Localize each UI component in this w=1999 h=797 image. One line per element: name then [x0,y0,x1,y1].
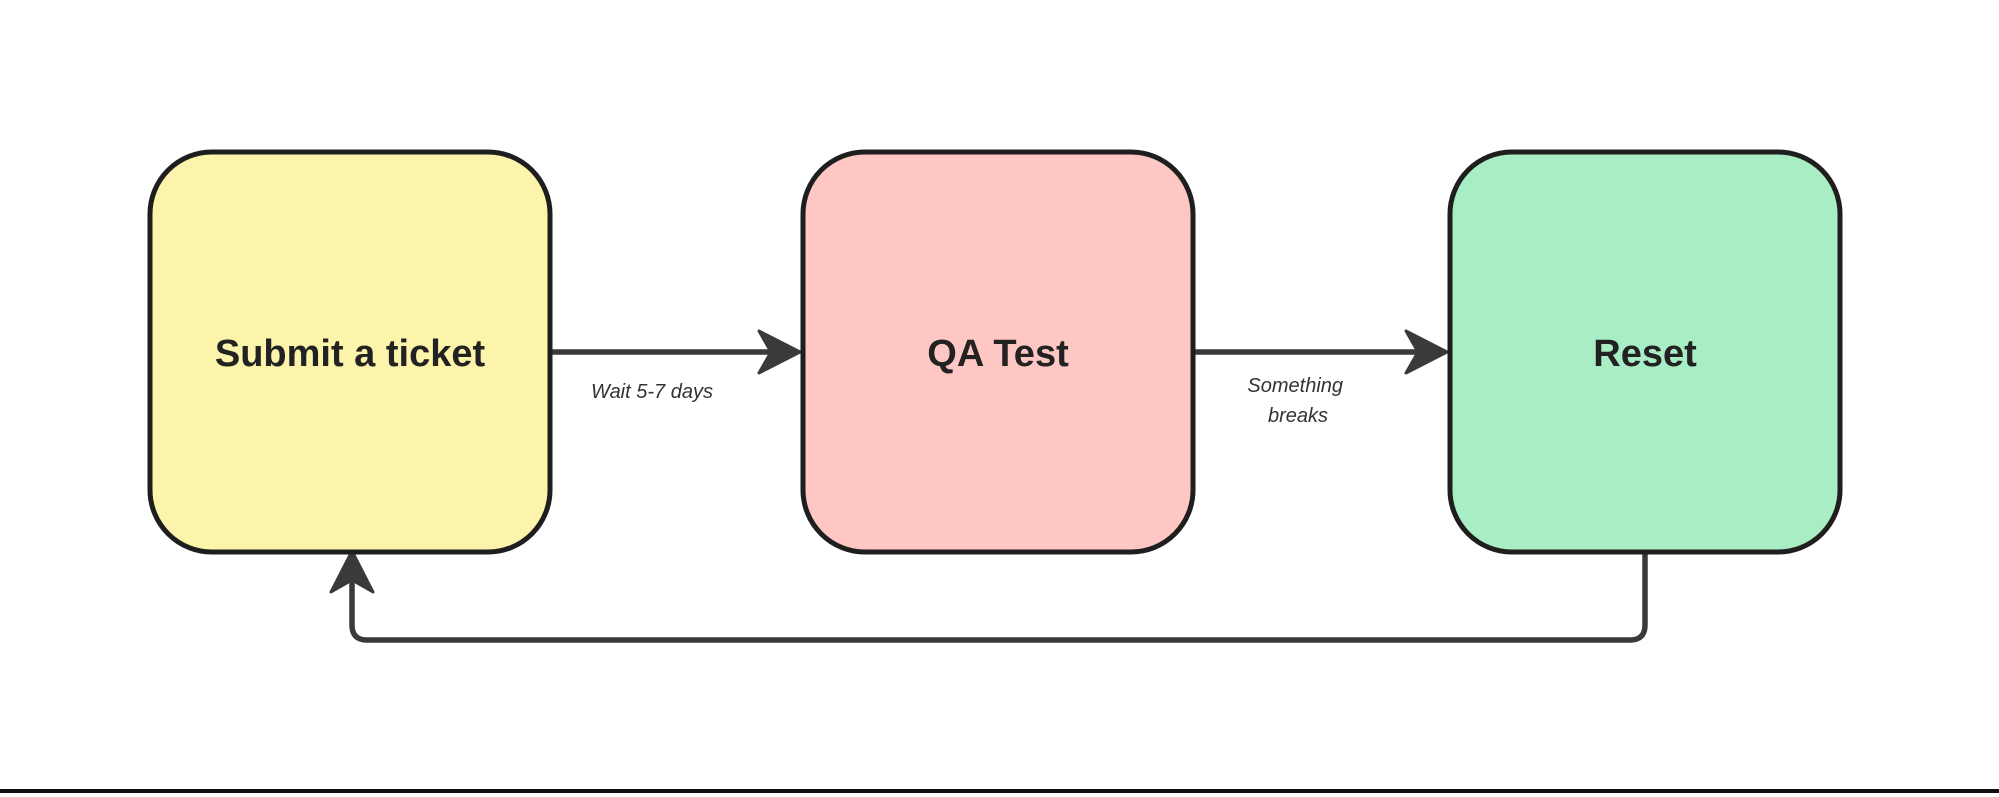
node-qa-test-shape[interactable] [800,149,1196,555]
node-submit-ticket-label: Submit a ticket [215,333,486,375]
node-submit-ticket-shape[interactable] [147,149,553,555]
node-qa-test-label: QA Test [927,333,1069,375]
edge-reset-to-submit[interactable] [329,549,1648,643]
edge-line-reset-to-submit [349,552,1648,643]
edge-label-something-breaks: Something breaks [1247,375,1348,427]
arrowhead-right-icon [1404,329,1449,375]
bottom-window-edge [0,789,1999,793]
node-qa-test[interactable]: QA Test [800,149,1196,555]
edge-submit-to-qa[interactable]: Wait 5-7 days [550,329,802,403]
node-submit-ticket[interactable]: Submit a ticket [147,149,553,555]
arrowhead-up-icon [329,549,375,594]
node-reset-label: Reset [1593,333,1697,375]
arrowhead-right-icon [757,329,802,375]
node-reset-shape[interactable] [1447,149,1843,555]
node-reset[interactable]: Reset [1447,149,1843,555]
edge-label-wait: Wait 5-7 days [591,381,713,403]
edge-qa-to-reset[interactable]: Something breaks [1193,329,1449,427]
